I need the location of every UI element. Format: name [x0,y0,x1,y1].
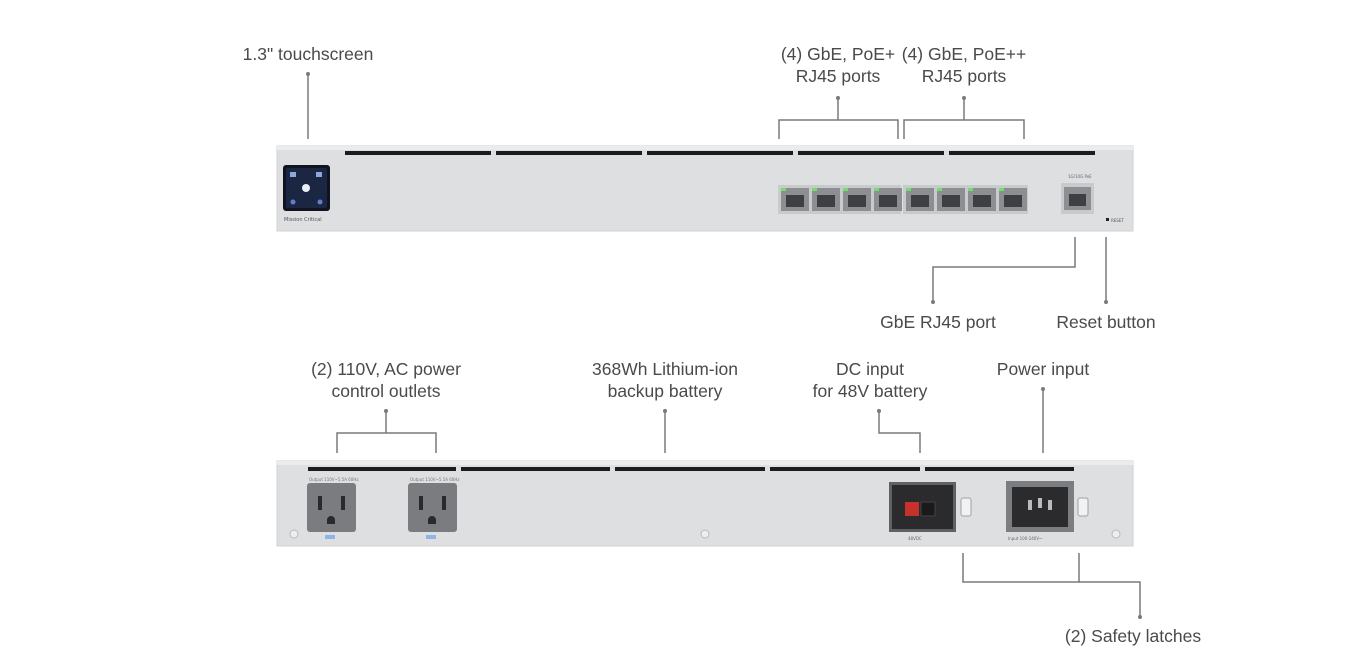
outlet-1-label: Output 110V~5.5A 60Hz [309,477,358,482]
poe-plus-port[interactable] [843,188,871,211]
label-ac-outlets: (2) 110V, AC power control outlets [296,358,476,402]
label-poe-plus: (4) GbE, PoE+ RJ45 ports [773,43,903,87]
label-reset-text: Reset button [1056,312,1156,332]
touchscreen[interactable] [283,165,330,211]
leader-safety-latches [962,553,1142,619]
label-gbe-port: GbE RJ45 port [870,311,1006,333]
leader-ac-outlets [336,409,437,453]
poe-plus-port[interactable] [781,188,809,211]
leader-battery [663,409,667,453]
label-touchscreen: 1.3" touchscreen [233,43,383,65]
leader-dc-input [877,409,921,453]
leader-reset [1104,237,1108,304]
front-vents [345,151,1095,155]
label-safety-latches: (2) Safety latches [1053,625,1213,647]
leader-gbe-port [931,237,1076,304]
label-dc-input-line1: DC input [835,359,905,379]
dc-label: 48VDC [908,536,922,541]
reset-text: RESET [1111,218,1124,223]
label-power-input: Power input [983,358,1103,380]
label-poe-plusplus-line1: (4) GbE, PoE++ [901,44,1027,64]
poe-plusplus-port[interactable] [999,188,1027,211]
poe-plusplus-port[interactable] [937,188,965,211]
reset-button[interactable] [1106,218,1109,221]
rear-panel: Output 110V~5.5A 60Hz Output 110V~5.5A 6… [276,460,1134,547]
brand-text: Mission Critical [284,217,322,223]
power-input[interactable] [1006,481,1074,532]
poe-plusplus-port[interactable] [906,188,934,211]
label-poe-plus-line1: (4) GbE, PoE+ [780,44,896,64]
poe-plus-port[interactable] [874,188,902,211]
front-panel: Mission Critical 1G/10G PoE [276,145,1134,232]
outlet-2-label: Output 110V~5.5A 60Hz [410,477,459,482]
safety-latch[interactable] [960,497,972,517]
gbe-uplink-port[interactable] [1061,183,1094,214]
label-ac-outlets-line2: control outlets [331,381,441,401]
uplink-label: 1G/10G PoE [1068,174,1092,179]
label-poe-plus-line2: RJ45 ports [795,66,881,86]
power-label: Input 100-240V~ [1008,536,1042,541]
leader-poe-plusplus [903,96,1025,139]
dc-input[interactable] [889,482,956,532]
label-reset: Reset button [1046,311,1166,333]
label-safety-latches-text: (2) Safety latches [1064,626,1202,646]
label-battery-line1: 368Wh Lithium-ion [592,359,738,379]
label-ac-outlets-line1: (2) 110V, AC power [311,359,461,379]
ac-outlet[interactable] [307,483,356,539]
label-gbe-port-text: GbE RJ45 port [880,312,996,332]
label-power-input-text: Power input [996,359,1090,379]
ac-outlet[interactable] [408,483,457,539]
label-dc-input-line2: for 48V battery [812,381,928,401]
label-dc-input: DC input for 48V battery [800,358,940,402]
label-poe-plusplus: (4) GbE, PoE++ RJ45 ports [896,43,1032,87]
leader-touchscreen [306,72,310,139]
label-battery: 368Wh Lithium-ion backup battery [575,358,755,402]
label-touchscreen-text: 1.3" touchscreen [242,44,374,64]
leader-poe-plus [778,96,899,139]
label-poe-plusplus-line2: RJ45 ports [921,66,1007,86]
rear-vents [308,467,1074,471]
poe-plusplus-port-group [903,185,1028,214]
label-battery-line2: backup battery [607,381,723,401]
leader-power-input [1041,387,1045,453]
poe-plusplus-port[interactable] [968,188,996,211]
safety-latch[interactable] [1077,497,1089,517]
poe-plus-port[interactable] [812,188,840,211]
poe-plus-port-group [778,185,902,214]
